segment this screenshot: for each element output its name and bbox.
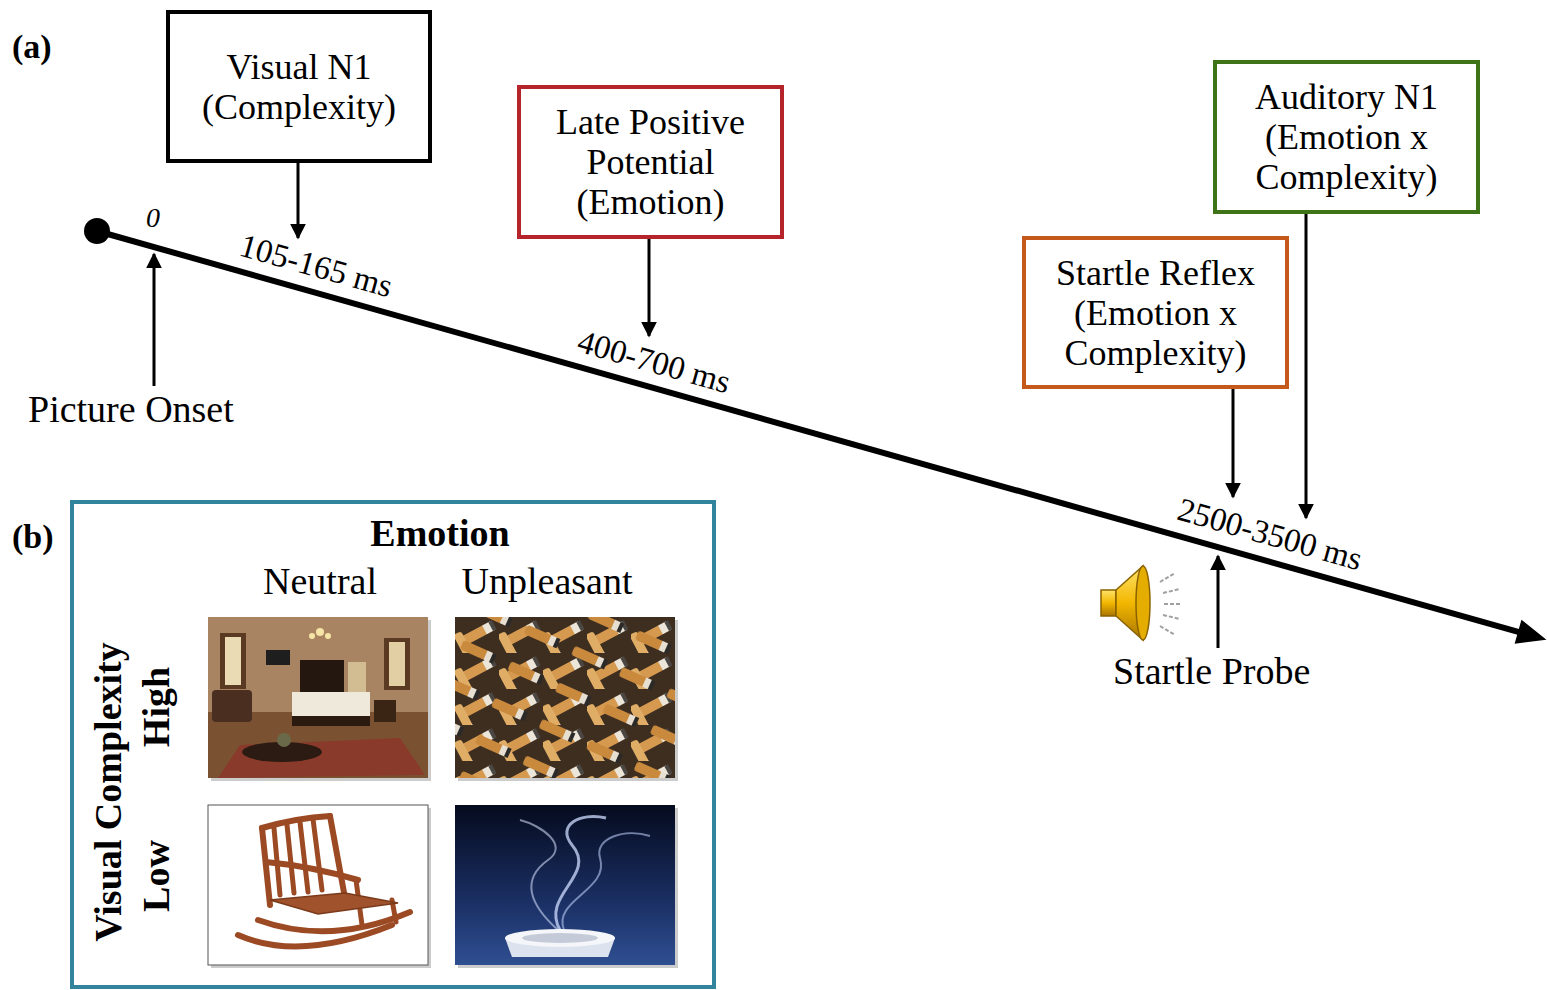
row-label: High [136, 667, 178, 747]
measure-box: Auditory N1 (Emotion x Complexity) [1213, 60, 1480, 214]
leader-arrow [153, 254, 156, 386]
box-label: Startle Reflex (Emotion x Complexity) [1041, 253, 1271, 373]
column-label: Unpleasant [462, 561, 633, 603]
measure-box: Visual N1 (Complexity) [166, 10, 432, 163]
time-mark: 0 [146, 204, 160, 232]
arm-rest [266, 862, 358, 880]
cigarette-butts-photo [455, 617, 678, 781]
rocker [258, 912, 410, 931]
timeline-start-dot [84, 218, 110, 244]
time-window: 105-165 ms [236, 229, 396, 303]
seat [270, 893, 398, 914]
butts-layer [455, 617, 675, 778]
column-heading: Emotion [370, 513, 509, 555]
curtain [220, 633, 246, 689]
butts-layer [455, 617, 675, 778]
ashtray-rim [505, 929, 615, 947]
chandelier-light [309, 633, 315, 639]
ashtray-bowl [522, 933, 598, 943]
panel-letter: (b) [12, 520, 54, 554]
leader-arrow [1232, 389, 1235, 497]
television [266, 650, 290, 665]
back-slat [287, 825, 294, 893]
design-panel: EmotionNeutral UnpleasantVisual Complexit… [70, 500, 716, 989]
curtain [384, 638, 410, 690]
speaker-body [1101, 590, 1116, 616]
measure-box: Late Positive Potential (Emotion) [517, 85, 784, 239]
back-post [330, 816, 345, 898]
leader-arrow [648, 239, 651, 336]
vase [277, 733, 291, 747]
rug [218, 738, 425, 778]
leader-arrow [297, 163, 300, 238]
chandelier-light [316, 628, 324, 636]
sound-wave [1164, 603, 1182, 605]
back-post [262, 828, 270, 905]
window [389, 642, 405, 686]
bedding [292, 692, 370, 718]
nightstand [374, 700, 396, 722]
leader-arrow [1305, 214, 1308, 518]
sound-wave [1160, 626, 1175, 635]
smoke [556, 817, 606, 930]
headboard [300, 660, 344, 696]
window [225, 637, 241, 685]
row-label: Low [136, 840, 178, 912]
chandelier-light [325, 633, 331, 639]
bed-frame [292, 716, 370, 726]
speaker-rim [1136, 566, 1150, 640]
back-slat [300, 822, 308, 892]
leader-arrow [1217, 556, 1220, 648]
photo-ground [208, 805, 428, 965]
ashtray-photo [455, 805, 678, 968]
box-label: Visual N1 (Complexity) [184, 47, 414, 127]
top-rail [262, 816, 330, 828]
box-label: Auditory N1 (Emotion x Complexity) [1232, 77, 1462, 197]
photo-ground [455, 805, 675, 965]
speaker-icon [1101, 566, 1182, 640]
time-window: 400-700 ms [574, 325, 734, 399]
bedroom-photo [208, 617, 431, 781]
time-window: 2500-3500 ms [1174, 493, 1366, 576]
rocking-chair-photo [208, 805, 431, 968]
back-slat [313, 819, 322, 890]
event-label: Picture Onset [28, 390, 234, 428]
sound-wave [1163, 589, 1180, 593]
smoke [562, 833, 650, 930]
panel-letter: (a) [12, 30, 52, 64]
column-label: Neutral [263, 561, 377, 603]
row-heading: Visual Complexity [88, 642, 130, 941]
sound-wave [1163, 615, 1180, 619]
smoke [520, 820, 558, 930]
photo-ground [208, 617, 428, 778]
box-label: Late Positive Potential (Emotion) [536, 102, 766, 222]
armchair [212, 690, 252, 722]
sound-wave [1160, 573, 1175, 582]
measure-box: Startle Reflex (Emotion x Complexity) [1022, 236, 1289, 389]
event-label: Startle Probe [1113, 652, 1310, 690]
timeline-arrowhead [1516, 621, 1544, 642]
